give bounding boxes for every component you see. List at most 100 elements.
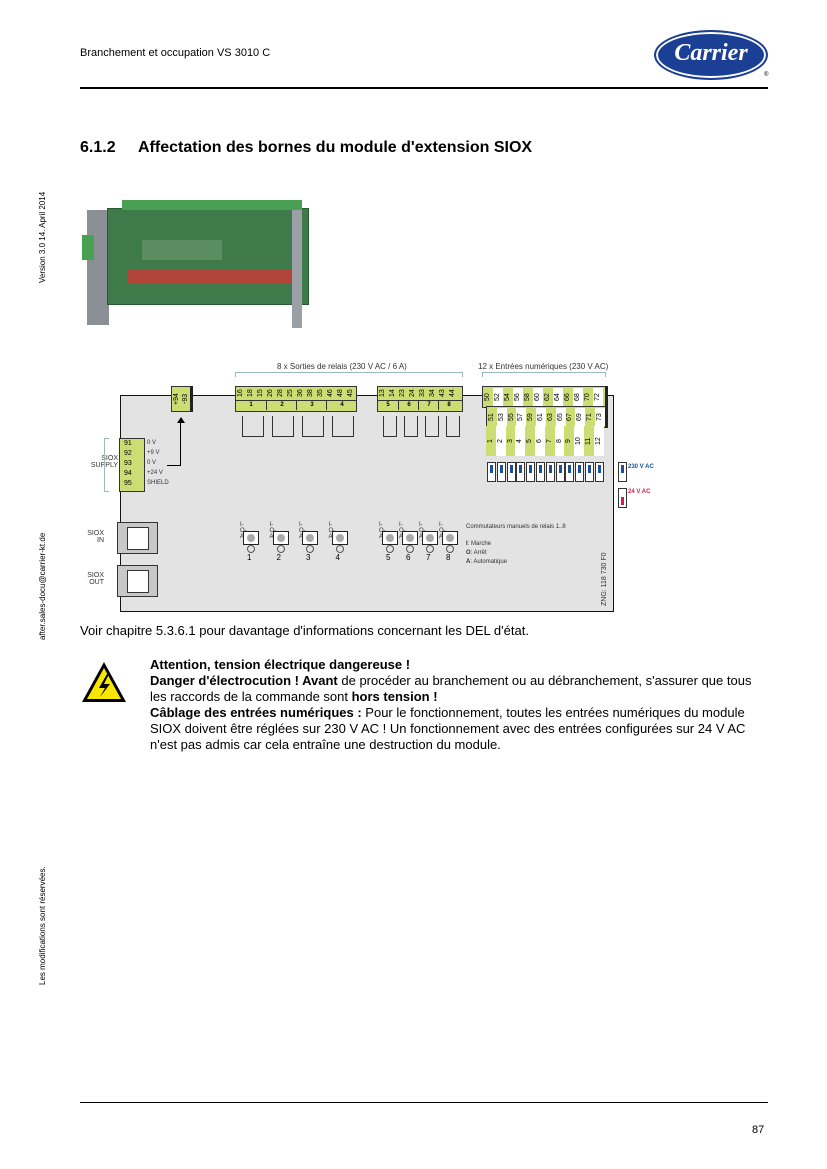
manual-relay-switch[interactable] xyxy=(243,531,259,545)
manual-relay-switch[interactable] xyxy=(442,531,458,545)
manual-relay-switch[interactable] xyxy=(402,531,418,545)
registered-mark: ® xyxy=(764,72,769,78)
legend-text: : Arrêt xyxy=(470,550,487,556)
inputs-bracket xyxy=(482,372,606,377)
manual-relay-switch[interactable] xyxy=(422,531,438,545)
supply-pin-label: +9 V xyxy=(147,450,160,456)
terminal-pin: 13 xyxy=(379,389,386,398)
switch-number: 1 xyxy=(247,553,252,562)
input-number: 6 xyxy=(535,426,545,456)
siox-out-port[interactable] xyxy=(117,565,158,597)
relay-group-label: 7 xyxy=(418,400,439,410)
relay-group-label: 4 xyxy=(326,400,357,410)
terminal-pin: 54 xyxy=(504,393,511,401)
switch-number: 6 xyxy=(406,553,411,562)
switch-position-icon xyxy=(386,545,394,553)
relay-group-label: 1 xyxy=(249,402,253,408)
supply-pin: 91 xyxy=(124,440,132,447)
terminal-pin: 68 xyxy=(573,388,583,406)
digital-inputs-title: 12 x Entrées numériques (230 V AC) xyxy=(478,362,609,371)
siox-in-port[interactable] xyxy=(117,522,158,554)
legend-item: I: Marche xyxy=(466,540,507,549)
carrier-logo: Carrier xyxy=(654,30,768,80)
terminal-pin: 66 xyxy=(564,393,571,401)
input-number: 9 xyxy=(564,426,575,456)
terminal-pin: 64 xyxy=(553,388,563,406)
warning-text: Attention, tension électrique dangereuse… xyxy=(150,657,770,753)
input-number: 1 xyxy=(486,426,496,456)
switch-position-icon xyxy=(247,545,255,553)
power-terminal: +94-93 xyxy=(171,386,193,412)
terminal-pin: 57 xyxy=(516,408,527,426)
supply-pin: 92 xyxy=(124,450,132,457)
manual-relay-switch[interactable] xyxy=(382,531,398,545)
relay-changeover-contact-icon xyxy=(332,416,354,437)
jumper-legend-24-icon xyxy=(618,488,627,508)
supply-pin: 93 xyxy=(124,460,132,467)
switch-position-icon xyxy=(426,545,434,553)
terminal-pin: 70 xyxy=(584,393,591,401)
rights-text: Les modifications sont réservées. xyxy=(38,866,47,985)
terminal-pin: -93 xyxy=(182,393,189,405)
legend-text: : Automatique xyxy=(470,559,508,565)
terminal-pin: 63 xyxy=(546,413,554,421)
supply-pin-label: SHIELD xyxy=(147,480,169,486)
jumper-230-label: 230 V AC xyxy=(628,464,654,470)
terminal-pin: 45 xyxy=(347,389,354,398)
header-rule xyxy=(80,87,768,89)
terminal-pin: 28 xyxy=(277,389,284,398)
page-number: 87 xyxy=(752,1124,765,1136)
high-voltage-warning-icon xyxy=(82,662,126,702)
switch-position-icon xyxy=(406,545,414,553)
switch-number: 5 xyxy=(386,553,391,562)
relay-no-contact-icon xyxy=(446,416,460,437)
warning-paragraph-2: Câblage des entrées numériques : Pour le… xyxy=(150,705,746,752)
terminal-pin: 56 xyxy=(513,388,523,406)
switch-position-icon xyxy=(446,545,454,553)
terminal-pin: 61 xyxy=(536,408,546,426)
input-jumper-icon xyxy=(487,462,496,482)
manual-relay-switch[interactable] xyxy=(302,531,318,545)
input-jumper-icon xyxy=(575,462,585,482)
switch-position-icon xyxy=(335,545,344,553)
manual-relay-switch[interactable] xyxy=(272,531,289,545)
input-jumper-icon xyxy=(594,462,604,482)
legend-item: O: Arrêt xyxy=(466,549,507,558)
input-number: 2 xyxy=(495,426,506,456)
terminal-pin: 18 xyxy=(247,389,254,398)
input-jumper-icon xyxy=(545,462,555,482)
legend-key: A xyxy=(466,559,471,565)
terminal-pin: 33 xyxy=(419,389,426,398)
input-number: 10 xyxy=(574,426,585,456)
terminal-pin: 23 xyxy=(399,389,406,398)
relay-group-label: 8 xyxy=(438,400,459,410)
terminal-pin: 26 xyxy=(267,389,274,398)
terminal-pin: 48 xyxy=(337,389,344,398)
led-note: Voir chapitre 5.3.6.1 pour davantage d'i… xyxy=(80,623,529,638)
relay-group-label: 6 xyxy=(398,400,419,410)
terminal-pin: 15 xyxy=(257,389,264,398)
input-jumper-icon xyxy=(496,462,506,482)
input-jumper-icon xyxy=(585,462,594,482)
terminal-pin: 69 xyxy=(575,408,586,426)
switch-number: 2 xyxy=(276,553,281,562)
relay-group-label: 3 xyxy=(296,400,327,410)
terminal-pin: 53 xyxy=(496,408,507,426)
relay-changeover-contact-icon xyxy=(242,416,264,437)
terminal-pin: 51 xyxy=(488,413,495,421)
power-arrow-tail xyxy=(167,465,181,466)
email-text: after.sales-docu@carrier-kt.de xyxy=(38,532,47,640)
terminal-pin: 35 xyxy=(317,389,324,398)
manual-relay-switch[interactable] xyxy=(331,531,348,545)
terminal-pin: 60 xyxy=(533,388,543,406)
input-jumper-icon xyxy=(555,462,565,482)
module-photo xyxy=(82,200,312,330)
